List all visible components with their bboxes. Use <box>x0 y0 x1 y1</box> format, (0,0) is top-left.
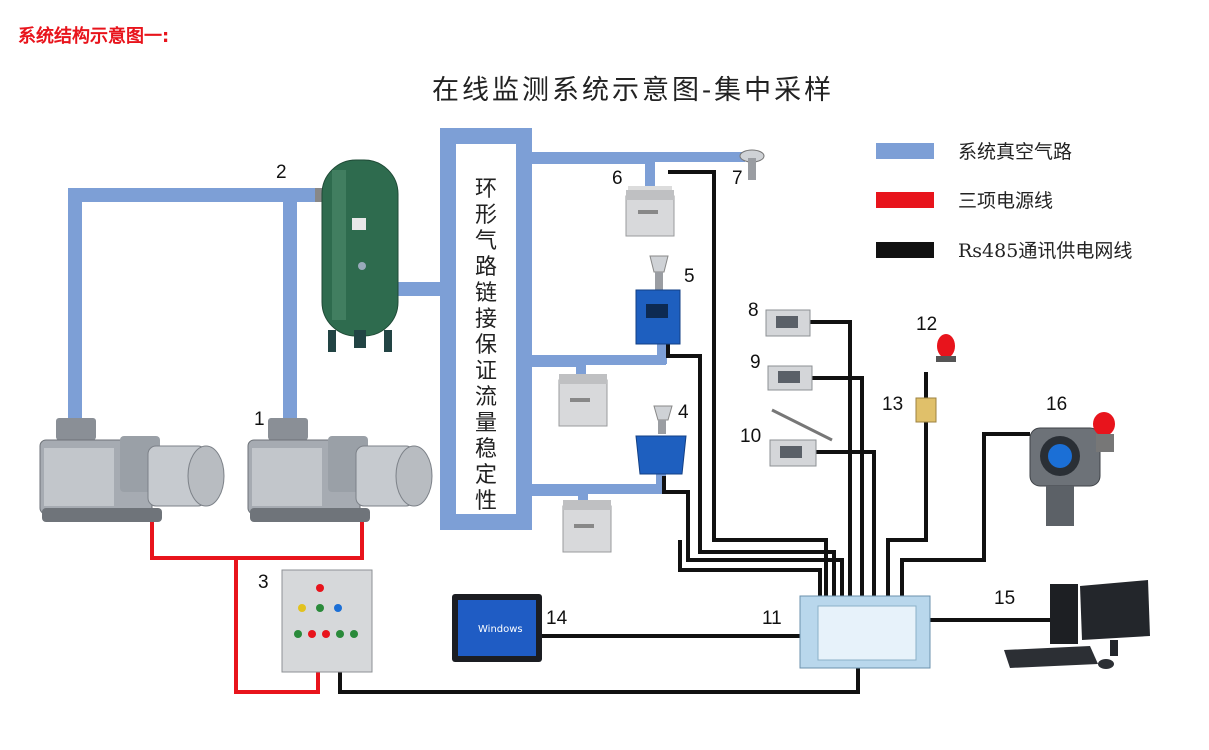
label-7: 7 <box>732 168 743 189</box>
ring-pipe-label-char: 稳 <box>475 437 497 462</box>
ring-inner <box>456 144 516 514</box>
legend-label-vacuum: 系统真空气路 <box>958 141 1072 163</box>
transmitter-9 <box>767 365 813 391</box>
comm-line <box>806 376 864 598</box>
dust-monitor-5 <box>635 255 681 345</box>
pipe-label: 环形气路链接保证流量稳定性 <box>475 177 497 514</box>
label-10: 10 <box>740 426 761 447</box>
vacuum-pipe <box>68 188 326 202</box>
ring-pipe-label-char: 流 <box>475 385 497 410</box>
rack-cabinet-11 <box>799 595 931 669</box>
dust-monitor-4 <box>635 405 687 475</box>
label-5: 5 <box>684 266 695 287</box>
vacuum-pipe <box>395 282 445 296</box>
ring-pipe-label-char: 性 <box>475 489 497 514</box>
vacuum-pipe <box>645 152 655 188</box>
control-cabinet-3 <box>281 569 373 673</box>
legend: 系统真空气路 三项电源线 Rs485通讯供电网线 <box>876 141 1132 262</box>
sampling-head-7 <box>739 149 765 180</box>
power-lines <box>150 510 364 694</box>
ring-pipe-label-char: 链 <box>475 281 497 306</box>
label-6: 6 <box>612 168 623 189</box>
gas-detector-16 <box>1029 412 1115 526</box>
analyzer-unit-6 <box>625 186 675 237</box>
transmitter-10 <box>769 408 833 467</box>
ring-pipe-label-char: 接 <box>475 307 497 332</box>
label-1: 1 <box>254 409 265 430</box>
transmitter-8 <box>765 309 811 337</box>
legend-swatch-comm <box>876 242 934 258</box>
comm-line <box>662 476 844 598</box>
vacuum-pump-left <box>39 418 225 522</box>
ring-pipe-label-char: 形 <box>475 203 497 228</box>
power-line <box>150 510 364 560</box>
comm-line <box>886 420 928 598</box>
ring-pipe-label-char: 环 <box>475 177 497 202</box>
vacuum-pump-right <box>247 418 433 522</box>
touch-panel-14: Windows <box>452 594 542 662</box>
vacuum-pipe <box>530 152 650 164</box>
ring-pipe-label-char: 气 <box>475 229 497 254</box>
vacuum-pipe <box>657 342 667 364</box>
label-3: 3 <box>258 572 269 593</box>
label-2: 2 <box>276 162 287 183</box>
ring-pipe-label-char: 保 <box>475 333 497 358</box>
label-4: 4 <box>678 402 689 423</box>
analyzer-unit-middle <box>558 374 608 427</box>
legend-swatch-power <box>876 192 934 208</box>
label-12: 12 <box>916 314 937 335</box>
vacuum-pipe <box>530 355 586 367</box>
label-15: 15 <box>994 588 1015 609</box>
comm-lines <box>338 170 1054 694</box>
diagram-title: 在线监测系统示意图-集中采样 <box>432 75 835 106</box>
comm-line <box>338 668 860 694</box>
legend-swatch-vacuum <box>876 143 934 159</box>
vacuum-pipe <box>578 484 666 494</box>
ring-pipe-label-char: 量 <box>475 411 497 436</box>
label-13: 13 <box>882 394 903 415</box>
vacuum-pipe <box>530 484 588 496</box>
ring-pipe-label-char: 路 <box>475 255 497 280</box>
power-line <box>234 558 320 694</box>
computer-15 <box>1004 580 1150 669</box>
alarm-light-12 <box>936 334 956 362</box>
analyzer-unit-bottom <box>562 500 612 553</box>
label-16: 16 <box>1046 394 1067 415</box>
comm-line <box>678 540 822 598</box>
section-header: 系统结构示意图一: <box>18 26 170 47</box>
vacuum-pipe <box>68 188 82 420</box>
ring-pipe-label-char: 证 <box>475 359 497 384</box>
ring-pipe-label-char: 定 <box>475 463 497 488</box>
label-8: 8 <box>748 300 759 321</box>
vacuum-pipe <box>656 472 666 494</box>
vacuum-pipe <box>645 152 745 162</box>
label-11: 11 <box>762 608 782 629</box>
vacuum-pipe <box>576 355 586 379</box>
ring-pipe-label: 环形气路链接保证流量稳定性 <box>475 177 497 514</box>
legend-label-power: 三项电源线 <box>958 190 1053 212</box>
label-14: 14 <box>546 608 568 629</box>
comm-line <box>900 432 1030 598</box>
label-9: 9 <box>750 352 761 373</box>
number-labels: 1 2 3 4 5 6 7 8 9 10 11 12 13 14 15 16 <box>254 162 1067 629</box>
vacuum-pipe <box>283 188 297 420</box>
air-tank <box>315 159 399 352</box>
vacuum-pipe <box>576 355 666 365</box>
legend-label-comm: Rs485通讯供电网线 <box>958 240 1132 262</box>
junction-box-13 <box>915 397 937 423</box>
windows-logo-text: Windows <box>478 624 523 635</box>
comm-line <box>804 320 852 598</box>
comm-line <box>814 450 876 598</box>
